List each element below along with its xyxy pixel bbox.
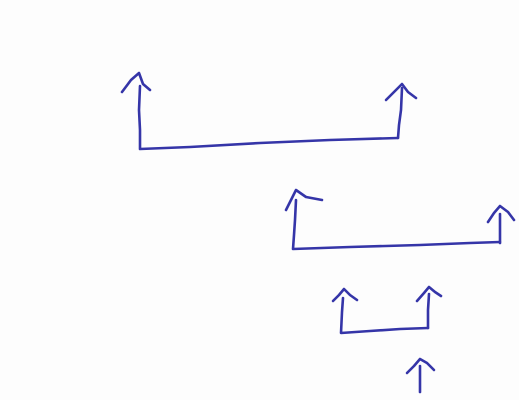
bracket-2-right-arrowhead [486,204,516,224]
bracket-2 [284,188,516,251]
bracket-1-right-arrowhead [384,82,418,102]
bracket-2-left-arrowhead [284,188,324,212]
bracket-3 [331,285,443,335]
bracket-1 [120,71,418,151]
standalone-arrow [405,357,436,394]
bracket-3-bar [339,296,430,335]
bracket-3-right-arrowhead [415,285,443,303]
bracket-1-left-arrowhead [120,71,152,94]
bracket-3-right-stem [426,292,431,330]
standalone-arrow-head [405,357,436,375]
bracket-1-bar [137,84,400,151]
bracket-3-left-arrowhead [331,287,359,303]
bracket-2-bar [291,198,502,251]
bracket-1-right-stem [396,86,404,140]
